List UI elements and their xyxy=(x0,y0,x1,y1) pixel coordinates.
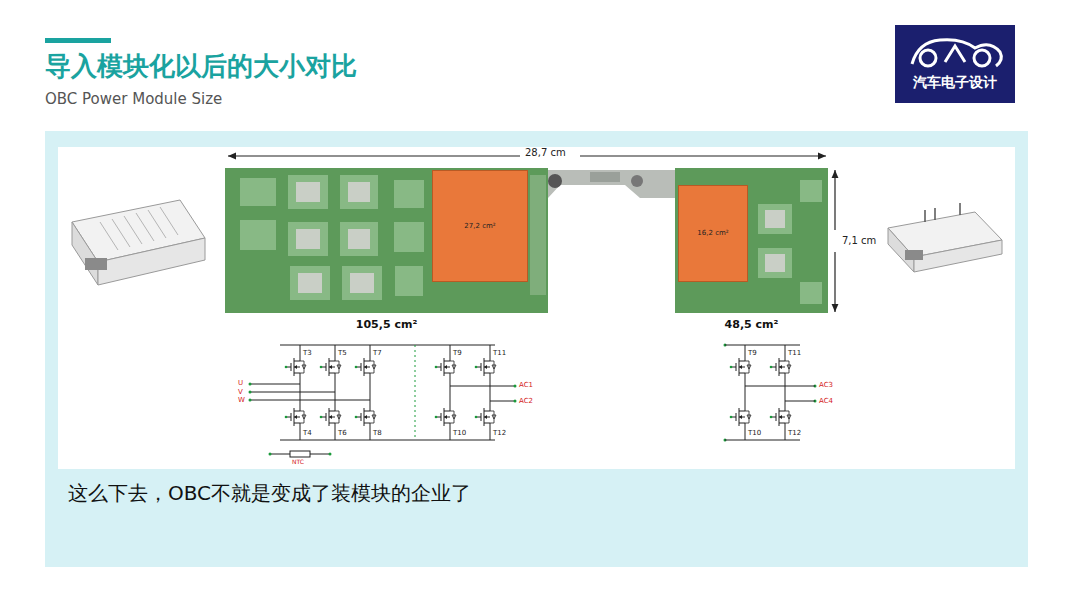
transistor-name: T11 xyxy=(788,349,801,357)
pin-name: V xyxy=(238,388,243,396)
pin-name: AC3 xyxy=(819,381,833,389)
transistor-symbols xyxy=(285,355,791,429)
panel xyxy=(45,131,1028,567)
transistor-name: T6 xyxy=(338,429,347,437)
transistor-name: T9 xyxy=(453,349,462,357)
pcb-board: 105,5 cm²27,2 cm² xyxy=(225,168,548,313)
area-value: 48,5 cm² xyxy=(675,319,828,332)
dimension-line xyxy=(834,170,835,230)
dimension-line xyxy=(834,252,835,312)
area-value: 105,5 cm² xyxy=(225,319,548,332)
pcb-right xyxy=(675,168,828,313)
pin-name: W xyxy=(238,396,245,404)
pin-dots xyxy=(249,344,817,456)
schematic-right xyxy=(725,345,815,440)
pin-name: U xyxy=(238,379,243,387)
transistor-name: T5 xyxy=(338,349,347,357)
transistor-name: T8 xyxy=(373,429,382,437)
transistor-name: T12 xyxy=(493,429,506,437)
pin-name: AC2 xyxy=(519,397,533,405)
transistor-name: T4 xyxy=(303,429,312,437)
pin-name: NTC xyxy=(292,459,304,466)
slide-title: 导入模块化以后的大小对比 xyxy=(45,52,357,82)
logo-car xyxy=(912,40,1001,66)
module-footprint: 27,2 cm² xyxy=(432,170,528,282)
dimension-line xyxy=(228,155,520,156)
pcb-left xyxy=(225,168,548,313)
module-footprint: 16,2 cm² xyxy=(678,185,748,282)
transistor-name: T9 xyxy=(748,349,757,357)
pcb-board: 48,5 cm²16,2 cm² xyxy=(675,168,828,313)
area-value: 27,2 cm² xyxy=(464,222,495,230)
dimension-label: 28,7 cm xyxy=(523,147,568,159)
schematic-left xyxy=(250,345,515,457)
power-module-right xyxy=(888,203,1002,272)
transistor-name: T10 xyxy=(453,429,466,437)
busbar xyxy=(548,170,675,198)
transistor-name: T3 xyxy=(303,349,312,357)
subtitle: OBC Power Module Size xyxy=(45,91,222,108)
transistor-name: T7 xyxy=(373,349,382,357)
transistor-name: T11 xyxy=(493,349,506,357)
inner-panel xyxy=(58,147,1015,469)
accent-bar xyxy=(45,38,111,43)
slide-caption: 这么下去，OBC不就是变成了装模块的企业了 xyxy=(68,482,471,505)
dimension-label: 7,1 cm xyxy=(840,235,878,247)
transistor-name: T10 xyxy=(748,429,761,437)
logo-box xyxy=(895,25,1015,103)
dimension-line xyxy=(580,155,826,156)
pin-name: AC1 xyxy=(519,381,533,389)
pin-name: AC4 xyxy=(819,397,833,405)
transistor-name: T12 xyxy=(788,429,801,437)
area-value: 16,2 cm² xyxy=(697,229,728,237)
logo-text: 汽车电子设计 xyxy=(895,74,1015,90)
power-module-left xyxy=(72,200,205,285)
